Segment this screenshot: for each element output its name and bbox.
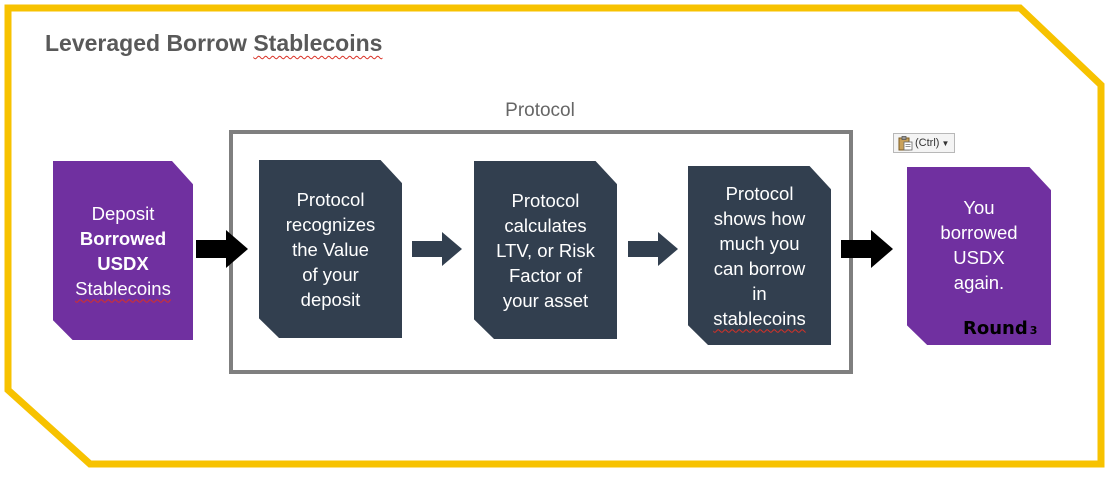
result-line: borrowed — [940, 222, 1018, 243]
step-card-2: Protocol calculates LTV, or Risk Factor … — [474, 161, 617, 339]
step1-line: recognizes — [285, 213, 376, 235]
deposit-line4: Stablecoins — [75, 277, 171, 299]
deposit-line1: Deposit — [91, 202, 155, 224]
protocol-label: Protocol — [505, 100, 575, 121]
step3-line: Protocol — [725, 182, 794, 204]
chevron-down-icon: ▼ — [941, 138, 950, 148]
round-number: 3 — [1029, 324, 1038, 337]
step1-line: deposit — [300, 288, 361, 310]
step2-line: calculates — [504, 214, 587, 236]
result-line: USDX — [953, 247, 1005, 268]
step3-line: can borrow — [713, 257, 806, 279]
step3-line: much you — [719, 232, 800, 254]
step1-line: the Value — [292, 238, 369, 260]
paste-options-button[interactable]: (Ctrl) ▼ — [893, 133, 955, 153]
small-arrow-2 — [628, 232, 678, 266]
big-arrow-2 — [841, 230, 893, 268]
step1-line: of your — [302, 263, 359, 285]
paste-options-label: (Ctrl) — [915, 137, 940, 149]
step2-line: Protocol — [511, 189, 580, 211]
step3-line: shows how — [713, 207, 806, 229]
step2-line: your asset — [502, 289, 589, 311]
step2-line: Factor of — [508, 264, 582, 286]
step-card-3: Protocol shows how much you can borrow i… — [688, 166, 831, 345]
step3-line: stablecoins — [713, 307, 806, 329]
result-card: You borrowed USDX again. — [907, 167, 1051, 345]
result-line: again. — [953, 272, 1005, 293]
title-prefix: Leveraged Borrow — [45, 30, 254, 56]
step2-line: LTV, or Risk — [496, 239, 595, 261]
small-arrow-1 — [412, 232, 462, 266]
diagram-title: Leveraged Borrow Stablecoins — [45, 30, 382, 57]
deposit-line2: Borrowed — [79, 227, 167, 249]
clipboard-icon — [898, 136, 913, 151]
round-text: Round — [963, 318, 1028, 339]
result-line: You — [963, 197, 995, 218]
title-underlined-word: Stablecoins — [253, 30, 383, 56]
deposit-card: Deposit Borrowed USDX Stablecoins — [53, 161, 193, 340]
step3-line: in — [752, 282, 767, 304]
deposit-line3: USDX — [97, 252, 149, 274]
big-arrow-1 — [196, 230, 248, 268]
step-card-1: Protocol recognizes the Value of your de… — [259, 160, 402, 338]
step1-line: Protocol — [296, 188, 365, 210]
